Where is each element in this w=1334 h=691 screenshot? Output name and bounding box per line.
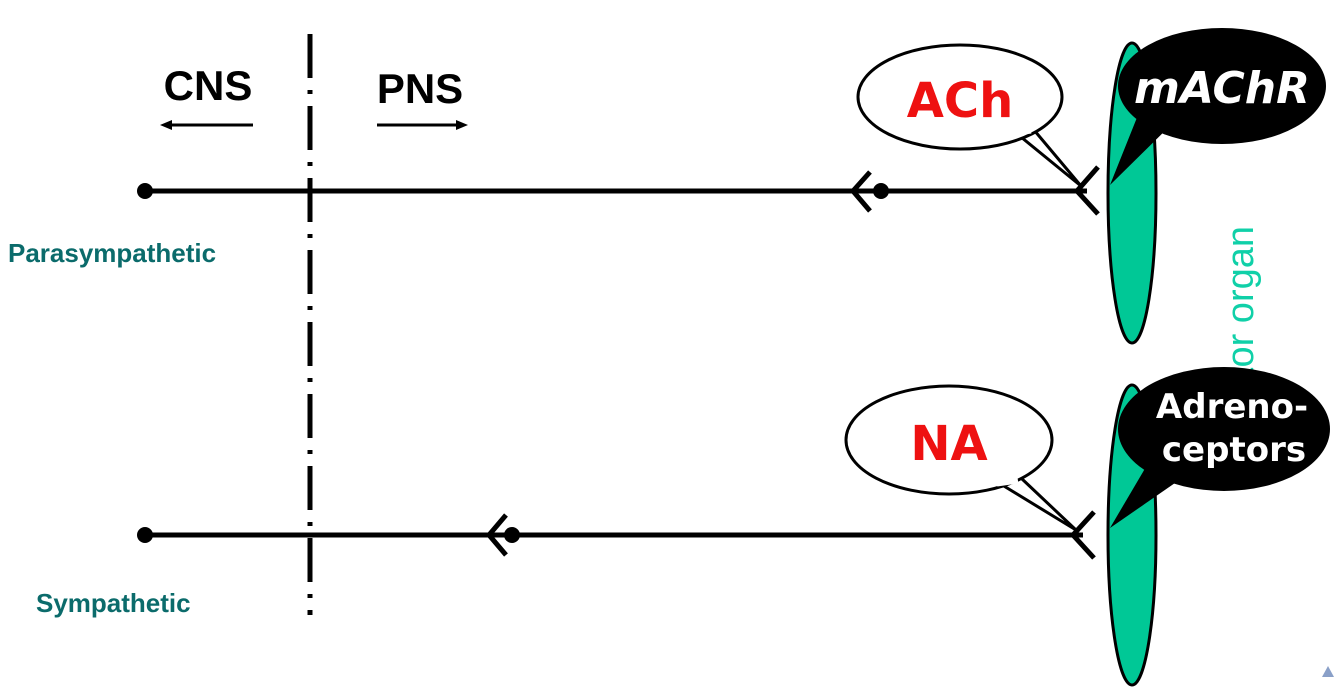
pns-label: PNS xyxy=(377,65,463,112)
ach-bubble xyxy=(856,43,1083,188)
cns-arrow xyxy=(160,120,253,130)
adrenoceptors-bubble xyxy=(1110,367,1330,528)
neuroeffector-terminal xyxy=(1069,510,1096,560)
ach-transmitter-label: ACh xyxy=(907,73,1014,129)
sympathetic-label: Sympathetic xyxy=(36,588,191,618)
adrenoceptors-label-line2: ceptors xyxy=(1162,430,1306,470)
sympathetic-pathway xyxy=(137,510,1096,560)
neuroeffector-terminal xyxy=(1073,165,1100,216)
ganglion-synapse xyxy=(485,513,508,557)
na-bubble xyxy=(844,384,1078,532)
parasympathetic-pathway xyxy=(137,165,1100,216)
machr-receptor-label: mAChR xyxy=(1134,63,1310,114)
ganglion-synapse xyxy=(849,170,872,213)
machr-bubble xyxy=(1110,28,1326,185)
pns-arrow xyxy=(377,120,468,130)
slide-nav-triangle-icon[interactable] xyxy=(1322,666,1334,677)
parasympathetic-label: Parasympathetic xyxy=(8,238,216,268)
cns-label: CNS xyxy=(164,62,253,109)
adrenoceptors-label-line1: Adreno- xyxy=(1156,387,1308,427)
na-transmitter-label: NA xyxy=(910,416,987,472)
